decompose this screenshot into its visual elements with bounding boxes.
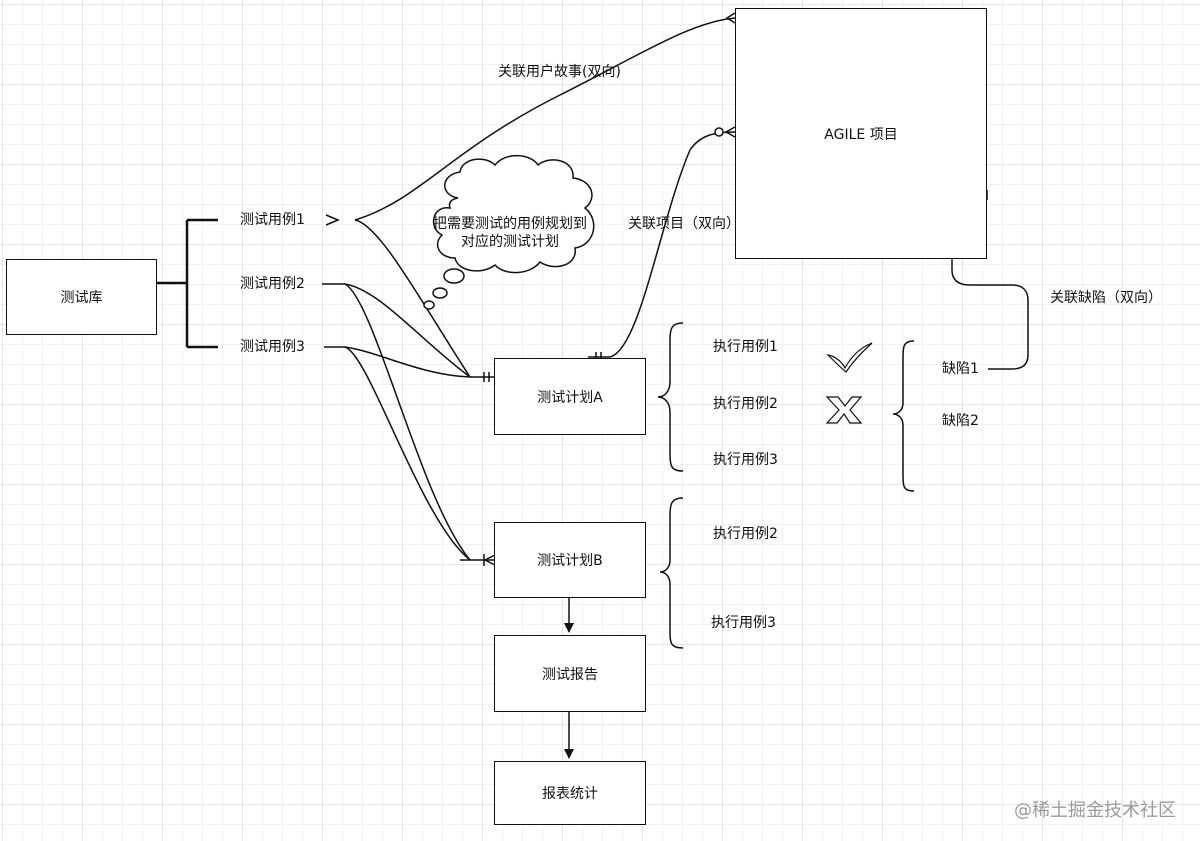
case1-crowfoot bbox=[325, 214, 340, 226]
plan-b-entry-crowfoot bbox=[483, 554, 496, 566]
case1-to-agile-line bbox=[354, 17, 736, 221]
plan-a-case-1: 执行用例1 bbox=[713, 339, 778, 355]
agile-link-circle bbox=[714, 127, 724, 137]
defect-relation-label: 关联缺陷（双向） bbox=[1050, 290, 1162, 306]
plan-b-case-2: 执行用例3 bbox=[711, 615, 776, 631]
test-library-box: 测试库 bbox=[6, 259, 157, 335]
case3-to-plan-b-line bbox=[344, 346, 471, 561]
agile-top-crowfoot bbox=[725, 12, 736, 24]
case3-to-plan-a-line bbox=[324, 346, 471, 378]
defect-1: 缺陷1 bbox=[942, 361, 979, 377]
test-report-box: 测试报告 bbox=[494, 635, 646, 712]
defect-2: 缺陷2 bbox=[942, 413, 979, 429]
cloud-note: 把需要测试的用例规划到 对应的测试计划 bbox=[420, 215, 600, 251]
case1-to-plan-a-line bbox=[354, 219, 471, 378]
library-bracket bbox=[157, 218, 218, 349]
plan-a-to-agile-line bbox=[588, 131, 736, 358]
plan-a-case-2: 执行用例2 bbox=[713, 396, 778, 412]
thought-cloud bbox=[423, 154, 595, 310]
plan-b-box: 测试计划B bbox=[494, 522, 646, 598]
statistics-box: 报表统计 bbox=[494, 761, 646, 825]
agile-project-box: AGILE 项目 bbox=[735, 8, 987, 259]
check-mark-icon bbox=[826, 342, 873, 373]
library-case-3: 测试用例3 bbox=[240, 339, 305, 355]
plan-b-case-brace bbox=[659, 497, 684, 649]
cloud-note-line-1: 把需要测试的用例规划到 bbox=[433, 216, 587, 232]
agile-link-crowfoot bbox=[724, 126, 736, 138]
plan-a-box: 测试计划A bbox=[494, 358, 646, 435]
project-relation-label: 关联项目（双向） bbox=[628, 216, 740, 232]
plan-a-case-3: 执行用例3 bbox=[713, 452, 778, 468]
defect-brace bbox=[892, 340, 915, 492]
case2-to-plan-a-line bbox=[322, 283, 471, 378]
cross-mark-icon bbox=[825, 396, 863, 424]
plan-b-case-1: 执行用例2 bbox=[713, 526, 778, 542]
cloud-note-line-2: 对应的测试计划 bbox=[461, 234, 559, 250]
library-case-2: 测试用例2 bbox=[240, 276, 305, 292]
plan-a-entry-ticks bbox=[483, 372, 490, 382]
plan-a-case-brace bbox=[657, 322, 684, 472]
user-story-relation-label: 关联用户故事(双向) bbox=[498, 64, 621, 80]
watermark: @稀土掘金技术社区 bbox=[1014, 800, 1176, 821]
library-case-1: 测试用例1 bbox=[240, 212, 305, 228]
case2-to-plan-b-line bbox=[344, 283, 471, 561]
